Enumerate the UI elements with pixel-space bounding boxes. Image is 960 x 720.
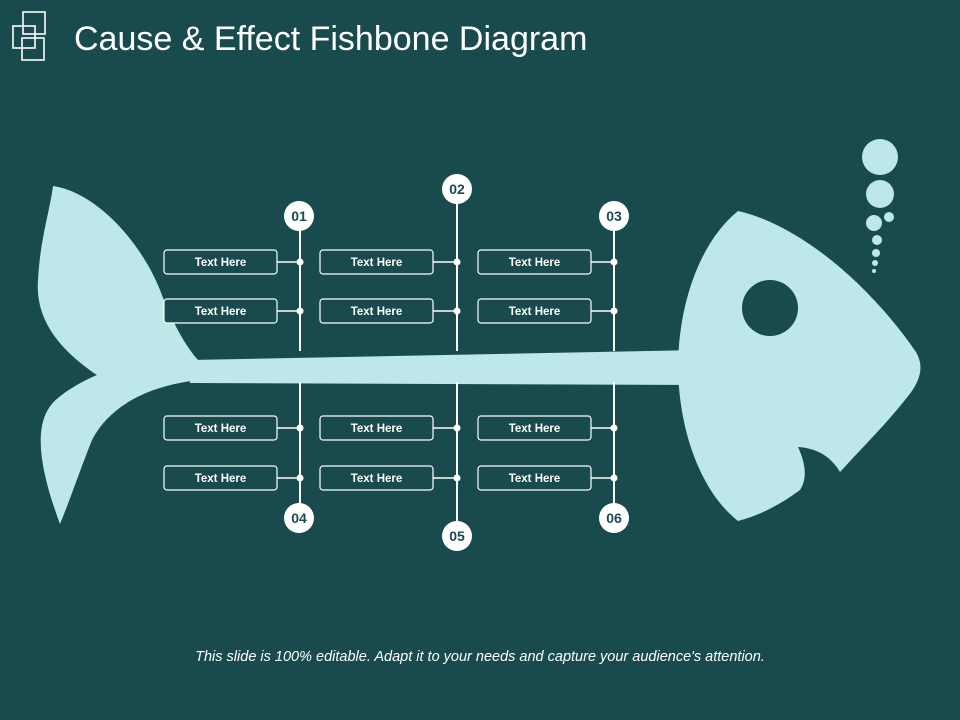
cause-box-label: Text Here [509, 257, 561, 269]
cause-box[interactable]: Text Here [163, 415, 278, 441]
cause-box-label: Text Here [509, 473, 561, 485]
cause-box[interactable]: Text Here [477, 249, 592, 275]
number-label: 02 [449, 181, 465, 197]
page-title: Cause & Effect Fishbone Diagram [74, 20, 588, 58]
junction-dot [453, 424, 461, 432]
cause-box[interactable]: Text Here [477, 415, 592, 441]
cause-box-label: Text Here [195, 257, 247, 269]
number-label: 01 [291, 208, 307, 224]
logo-squares-icon [12, 11, 46, 61]
cause-box[interactable]: Text Here [477, 298, 592, 324]
cause-box-label: Text Here [195, 423, 247, 435]
cause-box[interactable]: Text Here [163, 298, 278, 324]
fish-tail [37, 186, 200, 524]
number-badge-04: 04 [284, 503, 314, 533]
fish-head [678, 211, 921, 521]
cause-box[interactable]: Text Here [319, 415, 434, 441]
cause-box-label: Text Here [509, 306, 561, 318]
bubble [884, 212, 894, 222]
junction-dot [610, 474, 618, 482]
number-label: 03 [606, 208, 622, 224]
cause-box-label: Text Here [195, 473, 247, 485]
cause-box[interactable]: Text Here [319, 298, 434, 324]
cause-box-label: Text Here [351, 423, 403, 435]
number-badge-05: 05 [442, 521, 472, 551]
junction-dot [296, 258, 304, 266]
footer-note: This slide is 100% editable. Adapt it to… [195, 649, 765, 665]
fish-spine [190, 350, 700, 385]
junction-dot [453, 307, 461, 315]
number-badge-02: 02 [442, 174, 472, 204]
junction-dot [610, 424, 618, 432]
bubbles [862, 139, 898, 273]
bubble [872, 235, 882, 245]
bubble [866, 180, 894, 208]
junction-dot [610, 307, 618, 315]
bubble [866, 215, 882, 231]
number-badge-01: 01 [284, 201, 314, 231]
bubble [872, 269, 876, 273]
cause-box[interactable]: Text Here [163, 249, 278, 275]
bone-lines [299, 202, 615, 523]
number-badge-06: 06 [599, 503, 629, 533]
cause-box[interactable]: Text Here [477, 465, 592, 491]
cause-box[interactable]: Text Here [163, 465, 278, 491]
cause-box[interactable]: Text Here [319, 465, 434, 491]
fish-eye [742, 280, 798, 336]
junction-dot [453, 258, 461, 266]
cause-box-label: Text Here [351, 473, 403, 485]
junction-dot [296, 307, 304, 315]
cause-box[interactable]: Text Here [319, 249, 434, 275]
cause-box-label: Text Here [509, 423, 561, 435]
bubble [872, 249, 880, 257]
connector-lines [277, 261, 614, 479]
junction-dots [296, 258, 618, 482]
bubble [872, 260, 878, 266]
cause-box-label: Text Here [351, 306, 403, 318]
cause-box-label: Text Here [195, 306, 247, 318]
number-label: 04 [291, 510, 307, 526]
junction-dot [296, 424, 304, 432]
bubble [862, 139, 898, 175]
number-label: 06 [606, 510, 622, 526]
number-label: 05 [449, 528, 465, 544]
junction-dot [296, 474, 304, 482]
junction-dot [453, 474, 461, 482]
number-badge-03: 03 [599, 201, 629, 231]
cause-box-label: Text Here [351, 257, 403, 269]
junction-dot [610, 258, 618, 266]
